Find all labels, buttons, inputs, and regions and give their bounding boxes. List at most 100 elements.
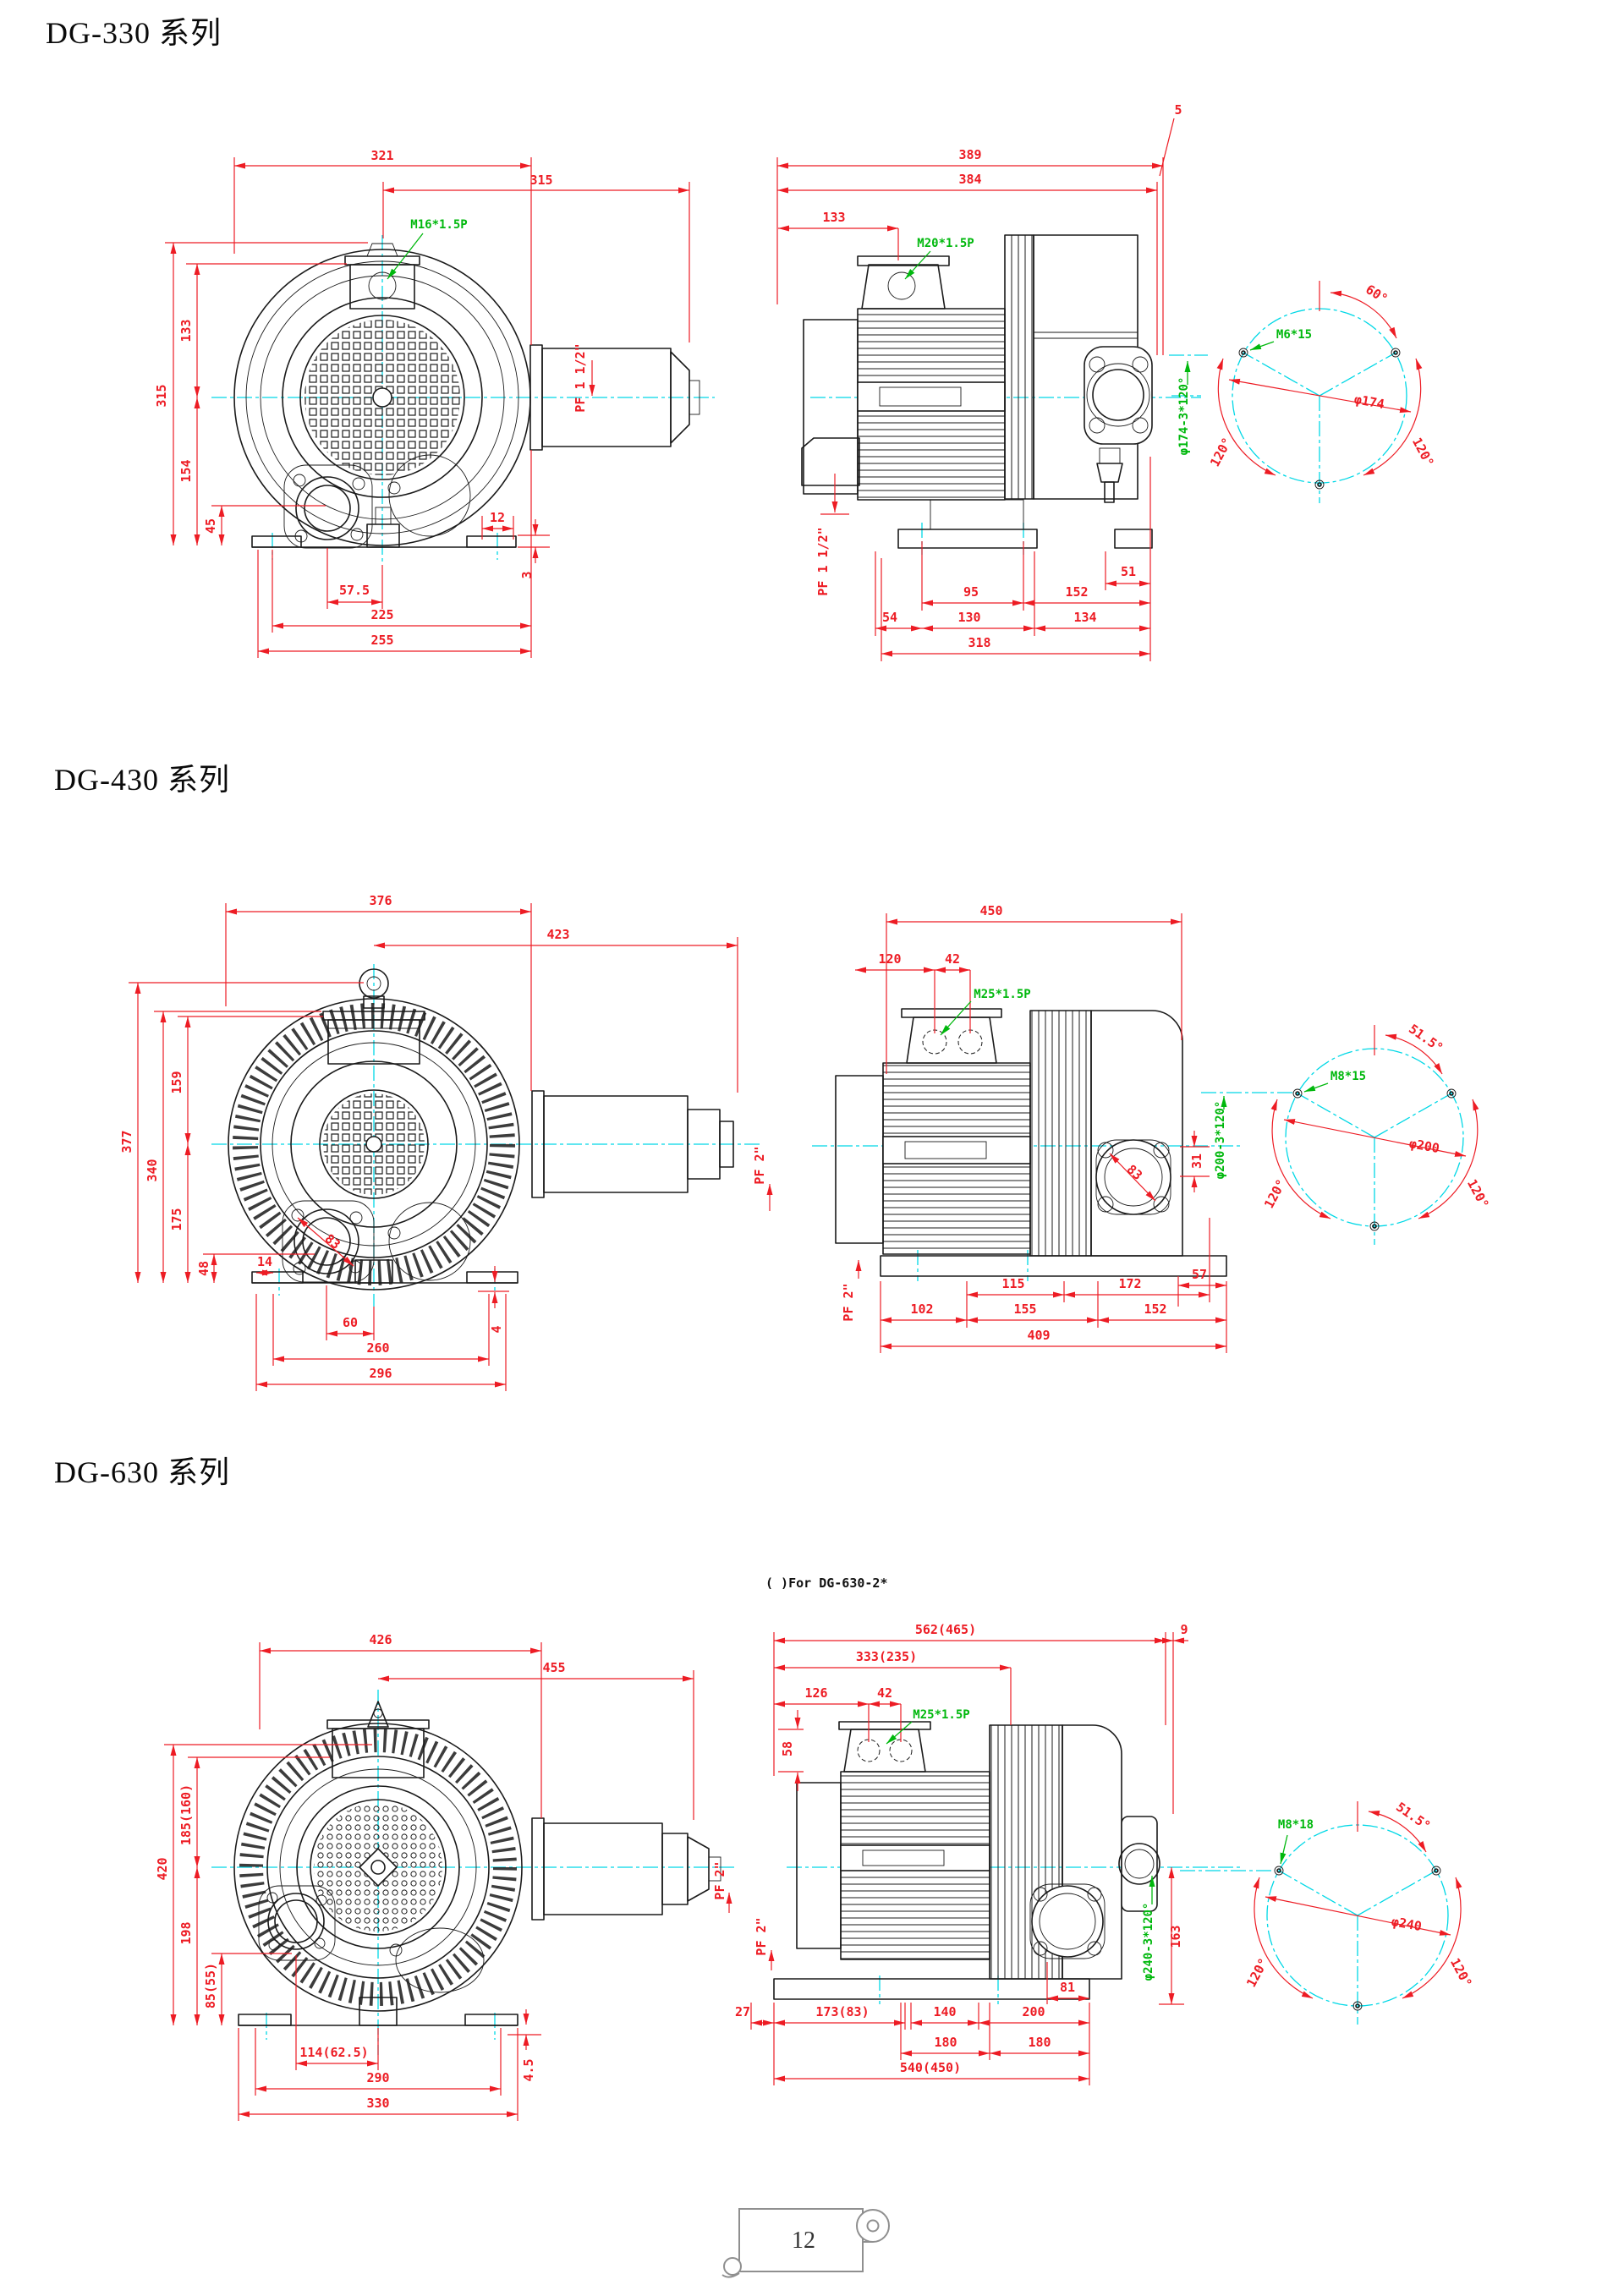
lifting-lug bbox=[367, 1701, 389, 1728]
dim-label: 260 bbox=[366, 1340, 389, 1356]
outlet-flange bbox=[1121, 1816, 1158, 1912]
dim-label: 130 bbox=[957, 610, 980, 625]
outlet-muffler bbox=[543, 1822, 663, 1915]
bolt-pattern-label: φ174-3*120° bbox=[1177, 377, 1191, 456]
dg330-drawing: 321 315 315 133 154 45 57. bbox=[154, 102, 1437, 661]
angle-label: 120° bbox=[1409, 435, 1437, 469]
diameter-label: φ200 bbox=[1408, 1136, 1441, 1156]
dg630-bolt-circle-diagram: 51.5° φ240 120° 120° M8*18 bbox=[1243, 1800, 1475, 2025]
dim-label: 57 bbox=[1192, 1267, 1207, 1282]
dg430-front-view: 376 423 377 340 159 175 48 14 bbox=[119, 893, 773, 1391]
angle-label: 60° bbox=[1363, 282, 1391, 307]
dim-label: 562(465) bbox=[915, 1622, 976, 1637]
bolt-spec-label: M6*15 bbox=[1276, 328, 1312, 342]
dg330-front-view: 321 315 315 133 154 45 57. bbox=[154, 148, 715, 658]
bolt-spec-label: M8*15 bbox=[1330, 1070, 1366, 1083]
angle-label: 51.5° bbox=[1406, 1022, 1446, 1056]
inlet-port bbox=[267, 1893, 325, 1950]
dim-label: 330 bbox=[366, 2096, 389, 2111]
dg430-drawing: 376 423 377 340 159 175 48 14 bbox=[119, 893, 1492, 1391]
dg330-side-view: 389 384 5 133 M20*1.5P PF 1 1/2" bbox=[776, 102, 1201, 661]
terminal-box bbox=[861, 264, 946, 310]
dim-label: 455 bbox=[542, 1660, 565, 1675]
section-heading-dg430: DG-430 系列 bbox=[54, 763, 230, 797]
dim-label: 134 bbox=[1073, 610, 1096, 625]
bolt-spec-label: M8*18 bbox=[1278, 1818, 1314, 1832]
dim-label: 540(450) bbox=[900, 2060, 961, 2075]
dim-label: 45 bbox=[203, 518, 218, 534]
dim-label: 333(235) bbox=[856, 1649, 917, 1664]
dim-label: 3 bbox=[519, 571, 535, 578]
housing-fins bbox=[239, 1729, 517, 2006]
dg630-side-view: 562(465) 9 333(235) 126 42 M25*1.5P bbox=[735, 1622, 1273, 2085]
port-thread-label: PF 1 1/2" bbox=[815, 527, 831, 595]
dim-label: 114(62.5) bbox=[299, 2045, 368, 2060]
dim-label: 426 bbox=[369, 1632, 392, 1647]
dim-label: 102 bbox=[910, 1301, 933, 1317]
diameter-label: φ240 bbox=[1391, 1914, 1424, 1934]
dim-label: 12 bbox=[490, 510, 505, 525]
dim-label: 173(83) bbox=[815, 2004, 869, 2019]
dim-label: 83 bbox=[322, 1230, 343, 1252]
dim-label: 133 bbox=[178, 319, 194, 342]
dim-label: 180 bbox=[1028, 2035, 1051, 2050]
dim-label: 409 bbox=[1027, 1328, 1050, 1343]
thread-label: M25*1.5P bbox=[913, 1708, 969, 1722]
blower-housing bbox=[1029, 1010, 1092, 1257]
dim-label: 57.5 bbox=[339, 583, 370, 598]
dim-label: 180 bbox=[934, 2035, 957, 2050]
dim-label: 290 bbox=[366, 2070, 389, 2085]
dg630-drawing: ( )For DG-630-2* bbox=[155, 1575, 1475, 2121]
dim-label: 377 bbox=[119, 1130, 134, 1153]
angle-label: 120° bbox=[1207, 435, 1235, 469]
dim-label: 384 bbox=[958, 172, 981, 187]
dim-label: 185(160) bbox=[178, 1784, 194, 1845]
dim-label: 152 bbox=[1065, 584, 1088, 600]
dim-label: 172 bbox=[1118, 1276, 1141, 1291]
dim-label: 51 bbox=[1121, 564, 1136, 579]
dim-label: 126 bbox=[804, 1685, 827, 1701]
dim-label: 9 bbox=[1180, 1622, 1188, 1637]
angle-label: 120° bbox=[1261, 1176, 1289, 1210]
thread-label: M25*1.5P bbox=[974, 988, 1030, 1001]
bolt-pattern-label: φ200-3*120° bbox=[1214, 1101, 1227, 1180]
dim-label: 115 bbox=[1001, 1276, 1024, 1291]
section-heading-dg330: DG-330 系列 bbox=[46, 16, 222, 50]
dim-label: 225 bbox=[370, 607, 393, 622]
terminal-box bbox=[843, 1729, 926, 1773]
thread-label: M20*1.5P bbox=[917, 237, 974, 250]
scroll-banner bbox=[738, 2208, 864, 2272]
port-thread-label: PF 1 1/2" bbox=[573, 343, 588, 412]
angle-label: 120° bbox=[1243, 1955, 1271, 1989]
dim-label: 159 bbox=[169, 1071, 184, 1093]
dim-label: 5 bbox=[1174, 102, 1182, 118]
page-footer: 12 bbox=[721, 2208, 890, 2278]
dim-label: 155 bbox=[1013, 1301, 1036, 1317]
housing-fins bbox=[233, 1003, 515, 1285]
dim-label: 340 bbox=[145, 1159, 160, 1181]
variant-note: ( )For DG-630-2* bbox=[765, 1575, 888, 1591]
dg630-front-view: 426 455 420 185(160) 198 85(55) bbox=[155, 1632, 736, 2121]
dim-label: 163 bbox=[1168, 1925, 1183, 1948]
thread-label: M16*1.5P bbox=[410, 218, 467, 232]
angle-label: 51.5° bbox=[1393, 1800, 1433, 1834]
dim-label: 315 bbox=[529, 173, 552, 188]
dim-label: 4.5 bbox=[521, 2058, 536, 2081]
dim-label: 31 bbox=[1189, 1153, 1204, 1169]
dim-label: 376 bbox=[369, 893, 392, 908]
dg330-bolt-circle-diagram: 60° φ174 120° 120° M6*15 φ174-3*120° bbox=[1169, 281, 1437, 503]
dim-label: 200 bbox=[1022, 2004, 1045, 2019]
diameter-label: φ174 bbox=[1353, 392, 1386, 412]
inlet-port bbox=[294, 1208, 359, 1274]
bolt-pattern-label: φ240-3*120° bbox=[1142, 1903, 1155, 1981]
dg430-bolt-circle-diagram: 51.5° φ200 120° 120° M8*15 bbox=[1261, 1022, 1492, 1245]
port-thread-label: PF 2" bbox=[752, 1146, 767, 1184]
port-thread-label: PF 2" bbox=[712, 1861, 727, 1899]
eye-bolt bbox=[359, 968, 389, 999]
dim-label: 60 bbox=[343, 1315, 358, 1330]
dim-label: 389 bbox=[958, 147, 981, 162]
dim-label: 48 bbox=[196, 1261, 211, 1276]
angle-label: 120° bbox=[1447, 1955, 1475, 1989]
outlet-flange bbox=[1084, 346, 1153, 445]
